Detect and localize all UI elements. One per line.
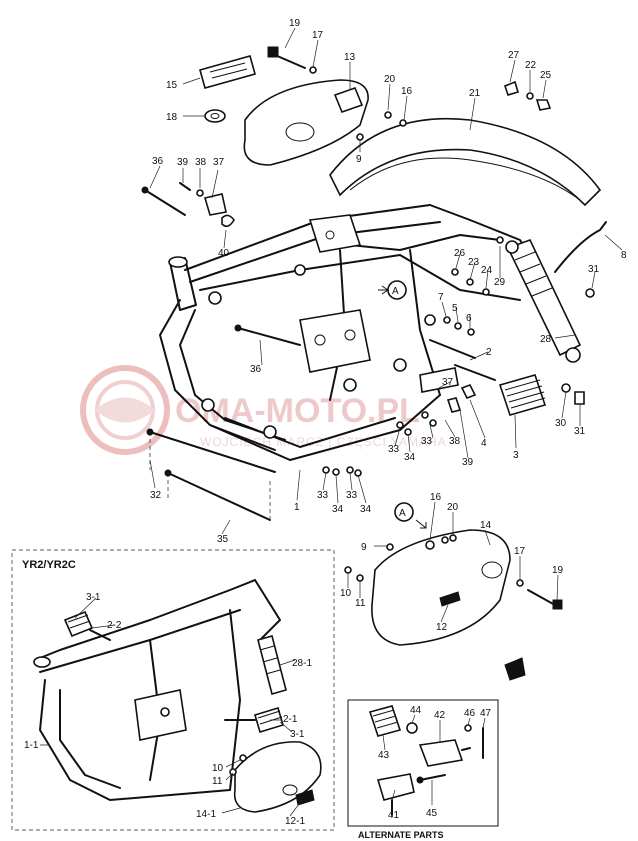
part-labels: 19 17 13 15 18 20 16 9 21 27 22 25 36 39… bbox=[24, 18, 627, 840]
label-33c: 33 bbox=[317, 490, 329, 501]
inset-label-2-1: 2-1 bbox=[283, 714, 298, 725]
alternate-parts-box bbox=[347, 699, 499, 827]
label-9: 9 bbox=[356, 154, 362, 165]
label-30: 30 bbox=[555, 418, 567, 429]
label-20b: 20 bbox=[447, 502, 459, 513]
label-22: 22 bbox=[525, 60, 537, 71]
label-28: 28 bbox=[540, 334, 552, 345]
label-34c: 34 bbox=[360, 504, 372, 515]
label-11: 11 bbox=[355, 598, 366, 609]
svg-text:A: A bbox=[399, 508, 406, 519]
label-34b: 34 bbox=[332, 504, 344, 515]
label-17: 17 bbox=[312, 30, 324, 41]
inset-label-11: 11 bbox=[212, 776, 223, 787]
label-17b: 17 bbox=[514, 546, 526, 557]
fasteners-top bbox=[141, 46, 552, 228]
watermark-text: OMA-MOTO.PL bbox=[175, 392, 420, 430]
alt-label-41: 41 bbox=[388, 810, 400, 821]
label-16: 16 bbox=[401, 86, 413, 97]
label-35: 35 bbox=[217, 534, 229, 545]
side-cover-lower bbox=[344, 529, 563, 681]
emblem-plate bbox=[199, 55, 256, 89]
label-29: 29 bbox=[494, 277, 506, 288]
label-13: 13 bbox=[344, 52, 356, 63]
label-1: 1 bbox=[294, 502, 300, 513]
label-38: 38 bbox=[195, 157, 207, 168]
label-26: 26 bbox=[454, 248, 466, 259]
alt-label-42: 42 bbox=[434, 710, 446, 721]
long-bolts bbox=[146, 324, 301, 521]
alt-label-45: 45 bbox=[426, 808, 438, 819]
label-38b: 38 bbox=[449, 436, 461, 447]
label-33b: 33 bbox=[388, 444, 400, 455]
label-10: 10 bbox=[340, 588, 352, 599]
label-14: 14 bbox=[480, 520, 492, 531]
label-8: 8 bbox=[621, 250, 627, 261]
inset-label-2-2: 2-2 bbox=[107, 620, 122, 631]
label-33a: 33 bbox=[421, 436, 433, 447]
grommet bbox=[204, 109, 226, 123]
main-frame bbox=[159, 204, 541, 461]
label-19b: 19 bbox=[552, 565, 564, 576]
label-19: 19 bbox=[289, 18, 301, 29]
callout-a-lower: A bbox=[394, 502, 427, 529]
rear-shock bbox=[505, 238, 582, 363]
inset-yr2: YR2/YR2C bbox=[11, 549, 335, 831]
label-15: 15 bbox=[166, 80, 178, 91]
alt-label-46: 46 bbox=[464, 708, 476, 719]
watermark: OMA-MOTO.PL WOJCIECH MARCZ | CZĘŚCI YAMA… bbox=[80, 365, 446, 455]
label-21: 21 bbox=[469, 88, 481, 99]
label-37: 37 bbox=[213, 157, 225, 168]
label-31b: 31 bbox=[574, 426, 586, 437]
label-18: 18 bbox=[166, 112, 178, 123]
label-3: 3 bbox=[513, 450, 519, 461]
inset-title: YR2/YR2C bbox=[22, 559, 76, 571]
callout-a-upper: A bbox=[378, 280, 407, 300]
label-39b: 39 bbox=[462, 457, 474, 468]
label-33d: 33 bbox=[346, 490, 358, 501]
label-36: 36 bbox=[152, 156, 164, 167]
label-5: 5 bbox=[452, 303, 458, 314]
label-36b: 36 bbox=[250, 364, 262, 375]
inset-label-3-1b: 3-1 bbox=[290, 729, 305, 740]
label-25: 25 bbox=[540, 70, 552, 81]
label-20: 20 bbox=[384, 74, 396, 85]
label-12: 12 bbox=[436, 622, 448, 633]
label-40: 40 bbox=[218, 248, 230, 259]
label-32: 32 bbox=[150, 490, 162, 501]
alt-label-47: 47 bbox=[480, 708, 492, 719]
label-23: 23 bbox=[468, 257, 480, 268]
label-4: 4 bbox=[481, 438, 487, 449]
label-31: 31 bbox=[588, 264, 600, 275]
side-cover-upper bbox=[243, 79, 369, 166]
inset-label-14-1: 14-1 bbox=[196, 809, 216, 820]
alt-label-43: 43 bbox=[378, 750, 390, 761]
footrest bbox=[454, 364, 547, 416]
label-7: 7 bbox=[438, 292, 444, 303]
inset-label-28-1: 28-1 bbox=[292, 658, 312, 669]
label-34a: 34 bbox=[404, 452, 416, 463]
label-24: 24 bbox=[481, 265, 493, 276]
alternate-parts-label: ALTERNATE PARTS bbox=[358, 830, 444, 840]
label-37b: 37 bbox=[442, 377, 454, 388]
label-6: 6 bbox=[466, 313, 472, 324]
label-16b: 16 bbox=[430, 492, 442, 503]
leader-lines bbox=[40, 27, 623, 817]
label-27: 27 bbox=[508, 50, 520, 61]
rear-fender bbox=[329, 117, 602, 207]
inset-label-12-1: 12-1 bbox=[285, 816, 305, 827]
grab-bar bbox=[554, 221, 607, 273]
label-39: 39 bbox=[177, 157, 189, 168]
label-9b: 9 bbox=[361, 542, 367, 553]
inset-label-3-1: 3-1 bbox=[86, 592, 101, 603]
label-2: 2 bbox=[486, 347, 492, 358]
svg-text:A: A bbox=[392, 286, 399, 297]
alt-label-44: 44 bbox=[410, 705, 422, 716]
inset-label-1-1: 1-1 bbox=[24, 740, 39, 751]
inset-label-10: 10 bbox=[212, 763, 224, 774]
